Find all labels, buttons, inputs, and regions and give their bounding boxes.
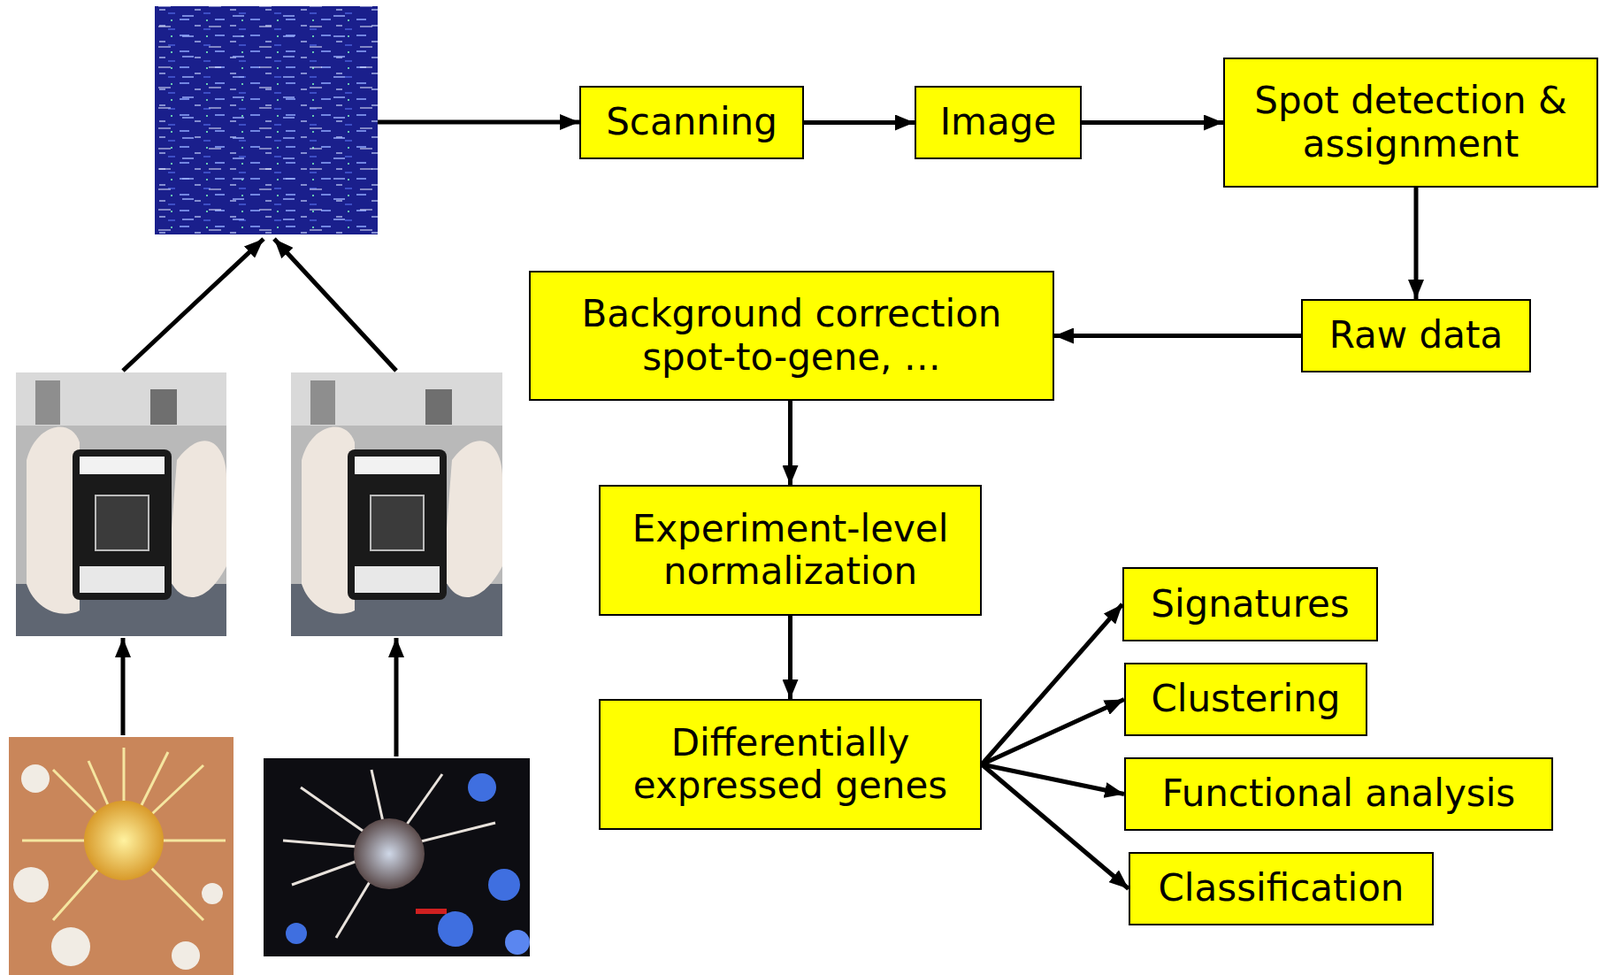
flow-arrow [981,604,1123,765]
flow-arrow [981,764,1125,795]
process-box: Spot detection & assignment [1223,57,1599,188]
box-label: Signatures [1150,582,1350,626]
box-label: Experiment-level normalization [611,507,970,594]
process-box: Signatures [1122,566,1378,642]
chip-photo [290,372,503,636]
flow-arrow [981,764,1129,889]
box-label: Raw data [1329,313,1503,357]
process-box: Clustering [1124,662,1368,736]
chip-photo [15,372,227,636]
microarray-image [154,6,378,235]
process-box: Scanning [579,85,804,160]
box-label: Classification [1158,866,1405,910]
process-box: Image [914,85,1082,160]
flow-arrow [1054,333,1302,338]
flow-arrow [981,699,1125,766]
box-label: Scanning [605,100,778,144]
process-box: Background correction spot-to-gene, … [528,270,1055,401]
box-label: Clustering [1150,677,1340,720]
process-box: Raw data [1301,298,1532,373]
box-label: Background correction spot-to-gene, … [541,292,1042,379]
flow-arrow [788,615,793,699]
flow-arrow [788,400,793,485]
process-box: Experiment-level normalization [598,484,982,616]
flow-arrow [1081,120,1224,125]
cell-image [8,736,234,975]
flow-arrow [1414,187,1419,299]
box-label: Differentially expressed genes [611,721,970,808]
box-label: Image [940,100,1057,144]
cell-image [263,757,530,957]
flow-arrow [803,120,915,125]
box-label: Functional analysis [1162,772,1516,815]
box-label: Spot detection & assignment [1235,79,1586,166]
flow-arrow [122,122,580,757]
process-box: Classification [1128,851,1434,926]
process-box: Functional analysis [1124,757,1554,831]
process-box: Differentially expressed genes [598,698,982,830]
